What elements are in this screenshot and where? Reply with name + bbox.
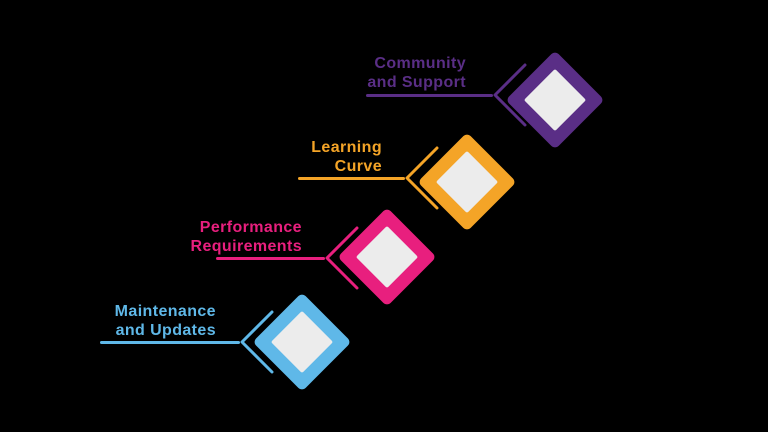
item-label-line1: Community	[374, 55, 466, 72]
chevron-right-icon	[493, 63, 527, 127]
chevron-right-icon	[240, 310, 274, 374]
item-label-line1: Maintenance	[114, 303, 216, 320]
connector-line	[100, 341, 240, 344]
connector-line	[298, 177, 405, 180]
item-label: Community and Support	[367, 54, 466, 92]
item-label-line1: Performance	[199, 219, 302, 236]
item-label: Performance Requirements	[191, 218, 303, 256]
connector-line	[366, 94, 493, 97]
item-label-line2: and Support	[367, 74, 466, 92]
item-label-line2: and Updates	[115, 322, 216, 340]
item-label-line1: Learning	[311, 139, 382, 156]
connector-line	[216, 257, 325, 260]
item-label-line2: Requirements	[190, 238, 302, 256]
chevron-right-icon	[405, 146, 439, 210]
chevron-right-icon	[325, 226, 359, 290]
item-label: Learning Curve	[311, 138, 382, 176]
diamond-inner-fill	[270, 310, 334, 374]
item-label: Maintenance and Updates	[115, 302, 216, 340]
item-label-line2: Curve	[334, 158, 382, 176]
